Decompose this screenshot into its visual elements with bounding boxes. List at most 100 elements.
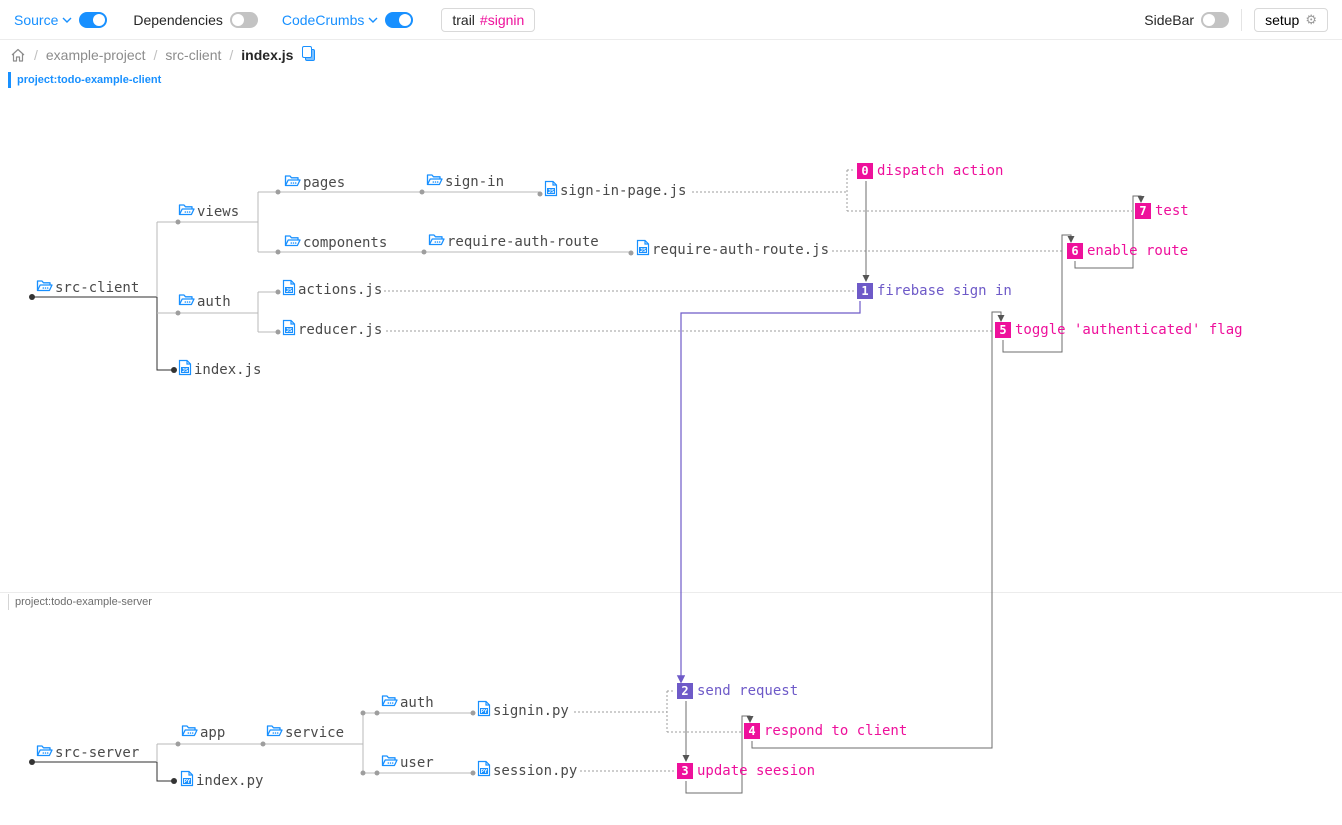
folder-icon — [36, 743, 53, 763]
connector-dot — [275, 289, 281, 295]
codecrumb-badge[interactable]: 3 — [677, 763, 693, 779]
chevron-down-icon[interactable] — [368, 15, 378, 25]
tree-node-pages[interactable]: pages — [284, 174, 345, 192]
connector-dot — [275, 329, 281, 335]
tree-node-label: auth — [400, 695, 434, 711]
chevron-down-icon[interactable] — [62, 15, 72, 25]
tree-node-actions-js[interactable]: JS actions.js — [282, 279, 383, 301]
connector-dot — [421, 249, 427, 255]
folder-icon — [36, 278, 53, 298]
home-icon[interactable] — [10, 48, 26, 63]
codecrumb-badge[interactable]: 2 — [677, 683, 693, 699]
source-label[interactable]: Source — [14, 11, 59, 28]
codecrumb-badge[interactable]: 5 — [995, 322, 1011, 338]
tree-node-service[interactable]: service — [266, 724, 344, 742]
dependencies-toggle[interactable] — [229, 11, 258, 28]
connector-dot — [537, 191, 543, 197]
codecrumbs-toggle[interactable] — [385, 11, 414, 28]
diagram-edge — [32, 296, 174, 371]
codecrumb-badge[interactable]: 4 — [744, 723, 760, 739]
connector-dot — [470, 710, 476, 716]
tree-node-app[interactable]: app — [181, 724, 225, 742]
tree-node-src-server[interactable]: src-server — [36, 744, 139, 762]
svg-text:JS: JS — [286, 288, 293, 294]
tree-node-auth-client[interactable]: auth — [178, 293, 231, 311]
folder-icon — [178, 202, 195, 222]
client-section-label: project:todo-example-client — [8, 72, 161, 88]
tree-node-auth-server[interactable]: auth — [381, 694, 434, 712]
js-file-icon: JS — [636, 239, 650, 261]
sidebar-label: SideBar — [1144, 11, 1195, 28]
tree-node-label: sign-in-page.js — [560, 183, 687, 199]
folder-icon — [266, 723, 283, 743]
tree-node-label: signin.py — [493, 703, 569, 719]
js-file-icon: JS — [282, 279, 296, 301]
gear-icon: ⚙ — [1305, 12, 1317, 27]
tree-node-sign-in[interactable]: sign-in — [426, 173, 504, 191]
codecrumb-label: send request — [697, 683, 799, 699]
connector-dot — [360, 770, 366, 776]
codecrumbs-label[interactable]: CodeCrumbs — [281, 11, 365, 28]
sidebar-toggle[interactable] — [1201, 11, 1230, 28]
sidebar-control: SideBar — [1144, 11, 1230, 28]
svg-text:PY: PY — [481, 709, 488, 715]
tree-node-require-auth-route[interactable]: require-auth-route — [428, 233, 599, 251]
folder-icon — [284, 173, 301, 193]
tree-node-components[interactable]: components — [284, 234, 387, 252]
py-file-icon: PY — [477, 700, 491, 722]
tree-node-label: components — [303, 235, 388, 251]
tree-node-user[interactable]: user — [381, 754, 434, 772]
codecrumb-badge[interactable]: 1 — [857, 283, 873, 299]
js-file-icon: JS — [282, 319, 296, 341]
connector-dot — [374, 770, 380, 776]
codecrumb-label: test — [1155, 203, 1189, 219]
folder-icon — [178, 292, 195, 312]
codecrumb-badge[interactable]: 7 — [1135, 203, 1151, 219]
toolbar-divider — [1241, 8, 1243, 31]
tree-node-signin-py[interactable]: PY signin.py — [477, 700, 569, 722]
tree-node-label: service — [285, 725, 345, 741]
diagram-edge — [1074, 195, 1145, 269]
folder-icon — [381, 693, 398, 713]
tree-node-views[interactable]: views — [178, 203, 239, 221]
tree-node-label: actions.js — [298, 282, 383, 298]
tree-node-src-client[interactable]: src-client — [36, 279, 139, 297]
diagram-edge — [1002, 234, 1075, 353]
tree-node-label: reducer.js — [298, 322, 383, 338]
copy-icon[interactable] — [301, 45, 316, 65]
trail-chip[interactable]: trail #signin — [441, 7, 536, 32]
setup-button[interactable]: setup ⚙ — [1254, 7, 1328, 32]
tree-node-label: require-auth-route — [447, 234, 599, 250]
svg-text:PY: PY — [184, 779, 191, 785]
connector-dot — [171, 778, 177, 784]
connector-dot — [175, 741, 181, 747]
codecrumb-label: toggle 'authenticated' flag — [1015, 322, 1243, 338]
connector-dot — [628, 250, 634, 256]
breadcrumb-current-file: index.js — [241, 47, 294, 63]
source-toggle[interactable] — [79, 11, 108, 28]
breadcrumb-separator: / — [34, 47, 38, 63]
codecrumb-badge[interactable]: 0 — [857, 163, 873, 179]
breadcrumb-item-folder[interactable]: src-client — [165, 47, 222, 63]
tree-node-label: auth — [197, 294, 231, 310]
js-file-icon: JS — [178, 359, 192, 381]
codecrumb-badge[interactable]: 6 — [1067, 243, 1083, 259]
tree-node-label: sign-in — [445, 174, 505, 190]
breadcrumb-item-project[interactable]: example-project — [45, 47, 146, 63]
